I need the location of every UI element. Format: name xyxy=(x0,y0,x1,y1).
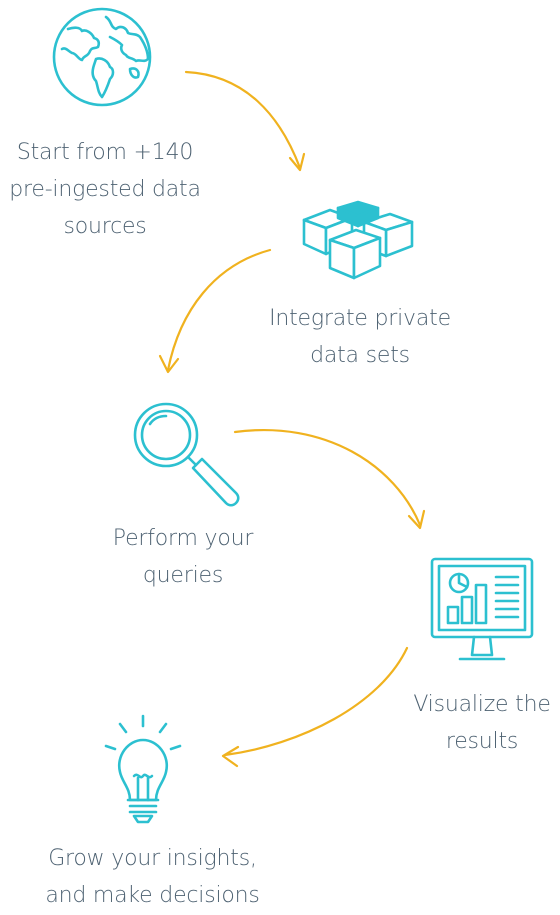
arrow-1-head xyxy=(288,152,306,172)
arrow-4 xyxy=(223,646,409,757)
arrow-3 xyxy=(233,428,422,527)
arrow-2-head xyxy=(158,354,180,374)
monitor-chart-icon xyxy=(430,557,534,661)
step-5-label: Grow your insights,and make decisions xyxy=(45,846,260,908)
arrow-1 xyxy=(184,70,302,170)
arrow-2 xyxy=(166,248,272,372)
cubes-icon xyxy=(302,200,414,280)
arrow-4-head xyxy=(221,745,240,768)
lightbulb-icon xyxy=(104,714,182,824)
arrow-3-head xyxy=(407,509,426,530)
globe-icon xyxy=(52,7,152,107)
magnifier-icon xyxy=(133,402,240,507)
